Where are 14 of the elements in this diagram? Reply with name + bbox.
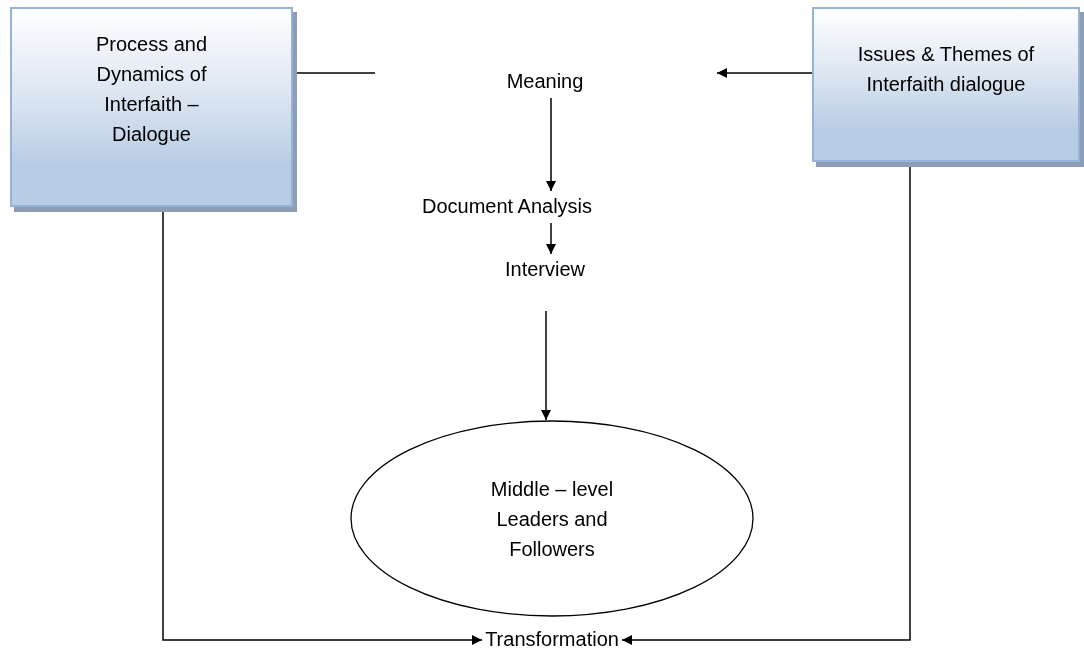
arrow — [546, 97, 556, 192]
arrow — [162, 211, 483, 645]
arrow — [621, 166, 911, 645]
connector-line — [296, 72, 376, 74]
arrow — [716, 68, 813, 78]
ellipse-text: Middle – level Leaders and Followers — [489, 476, 615, 562]
stage-label: Interview — [504, 257, 586, 282]
stage-label: Meaning — [505, 69, 585, 94]
stage-label: Document Analysis — [420, 194, 594, 219]
box-text: Issues & Themes of Interfaith dialogue — [856, 42, 1036, 97]
arrow — [541, 310, 551, 421]
arrow — [546, 222, 556, 255]
stage-label: Transformation — [484, 627, 620, 652]
box-text: Process and Dynamics of Interfaith – Dialogue — [94, 32, 209, 147]
